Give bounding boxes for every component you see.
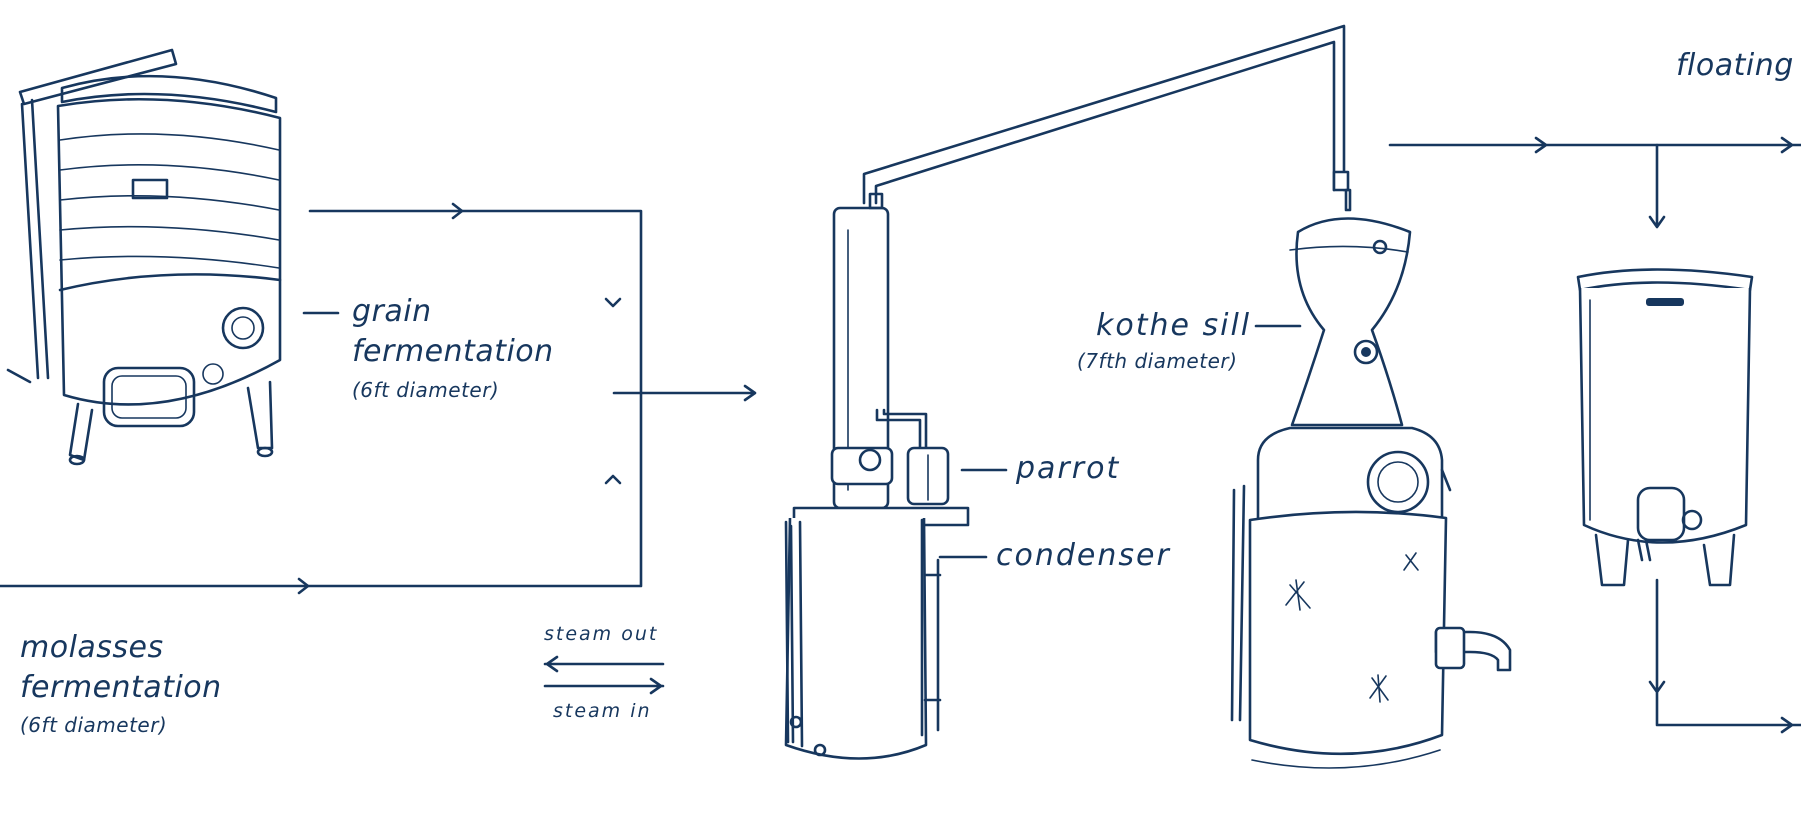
down-to-tank-arrow bbox=[1648, 143, 1666, 229]
condenser-tank-body bbox=[784, 517, 928, 760]
receiver-valve bbox=[1636, 538, 1652, 562]
kothe-still-label: kothe sill bbox=[1096, 308, 1252, 343]
steam-in-label: steam in bbox=[553, 700, 652, 722]
still-neck-connector bbox=[1344, 188, 1352, 212]
helmet-sight-center bbox=[1361, 347, 1371, 357]
condenser-valve-bottom bbox=[813, 743, 827, 757]
lyne-arm-joint bbox=[1332, 170, 1350, 192]
steam-out-label: steam out bbox=[544, 623, 659, 645]
receiver-lid bbox=[1576, 268, 1754, 292]
column-condenser bbox=[784, 24, 1350, 760]
still-manway-inner bbox=[1377, 461, 1419, 503]
grain-fermentation-title: grain fermentation bbox=[352, 292, 554, 372]
tank-rings bbox=[59, 133, 280, 269]
still-base bbox=[1251, 749, 1441, 769]
floating-label: floating bbox=[1676, 48, 1794, 83]
tank-leg-left bbox=[68, 402, 94, 462]
still-helmet bbox=[1290, 217, 1412, 427]
tank-gauge bbox=[202, 363, 224, 385]
tank-band bbox=[58, 273, 282, 292]
grain-title-line-1: grain bbox=[352, 294, 432, 329]
parrot-label: parrot bbox=[1016, 451, 1121, 486]
wash-to-still-arrow bbox=[612, 384, 757, 402]
condenser-label: condenser bbox=[996, 538, 1171, 573]
helmet-port bbox=[1372, 239, 1388, 255]
molasses-title-line-2: fermentation bbox=[20, 670, 222, 705]
tank-body bbox=[56, 97, 282, 406]
kothe-still bbox=[1230, 188, 1512, 769]
receiver-body bbox=[1578, 287, 1752, 544]
sight-glass-left bbox=[784, 520, 804, 748]
still-outlet-valve bbox=[1434, 626, 1466, 670]
kothe-diameter: (7fth diameter) bbox=[1077, 349, 1238, 373]
column-cap bbox=[868, 192, 884, 210]
helmet-seam bbox=[1289, 245, 1409, 253]
steam-in-arrow bbox=[543, 677, 665, 695]
parrot-pipe bbox=[875, 408, 928, 452]
tank-handle bbox=[6, 368, 32, 384]
flow-chevron-down bbox=[604, 297, 622, 308]
tank-out-line bbox=[1648, 578, 1801, 734]
leader-lines bbox=[302, 311, 1302, 559]
tank-lid bbox=[60, 74, 278, 114]
grain-title-line-2: fermentation bbox=[352, 334, 554, 369]
floating-line bbox=[1388, 136, 1801, 154]
tank-plate bbox=[131, 178, 169, 200]
still-star-1 bbox=[1285, 579, 1311, 611]
flow-arrow-right-top bbox=[451, 202, 464, 220]
receiver-manway bbox=[1636, 486, 1686, 542]
grain-diameter: (6ft diameter) bbox=[352, 378, 500, 402]
receiver-leg-right bbox=[1702, 533, 1736, 587]
condenser-pipes bbox=[920, 518, 942, 737]
tank-porthole-inner bbox=[231, 316, 255, 340]
tank-manway-inner bbox=[111, 375, 187, 419]
lyne-arm-pipe bbox=[862, 24, 1346, 205]
tank-support-arm bbox=[18, 48, 178, 106]
still-manway bbox=[1366, 450, 1430, 514]
receiver-gauge bbox=[1681, 509, 1703, 531]
condenser-valve-low bbox=[789, 715, 803, 729]
tank-foot-right bbox=[256, 446, 274, 458]
tank-porthole bbox=[221, 306, 265, 350]
fermentation-loop-line bbox=[0, 209, 643, 588]
flow-lines bbox=[0, 136, 1801, 734]
receiver-leg-left bbox=[1594, 533, 1630, 587]
still-star-3 bbox=[1369, 674, 1389, 703]
molasses-title-line-1: molasses bbox=[20, 630, 164, 665]
molasses-fermentation-title: molasses fermentation bbox=[20, 628, 222, 708]
still-level-gauge bbox=[1230, 484, 1246, 722]
grain-fermentation-tank bbox=[6, 48, 282, 466]
tank-manway bbox=[102, 366, 196, 428]
column-valve bbox=[858, 448, 882, 472]
flow-arrow-right-bottom bbox=[297, 577, 310, 595]
still-pot bbox=[1248, 510, 1448, 756]
molasses-diameter: (6ft diameter) bbox=[20, 713, 168, 737]
tank-foot-left bbox=[68, 454, 86, 466]
tank-leg-right bbox=[246, 380, 274, 450]
flow-chevron-up bbox=[604, 474, 622, 485]
steam-out-arrow bbox=[543, 655, 665, 673]
manway-clamp bbox=[1440, 468, 1452, 492]
receiving-tank bbox=[1576, 268, 1754, 587]
receiver-handle bbox=[1646, 298, 1684, 306]
tank-support-post bbox=[20, 98, 50, 380]
still-star-2 bbox=[1403, 552, 1419, 571]
